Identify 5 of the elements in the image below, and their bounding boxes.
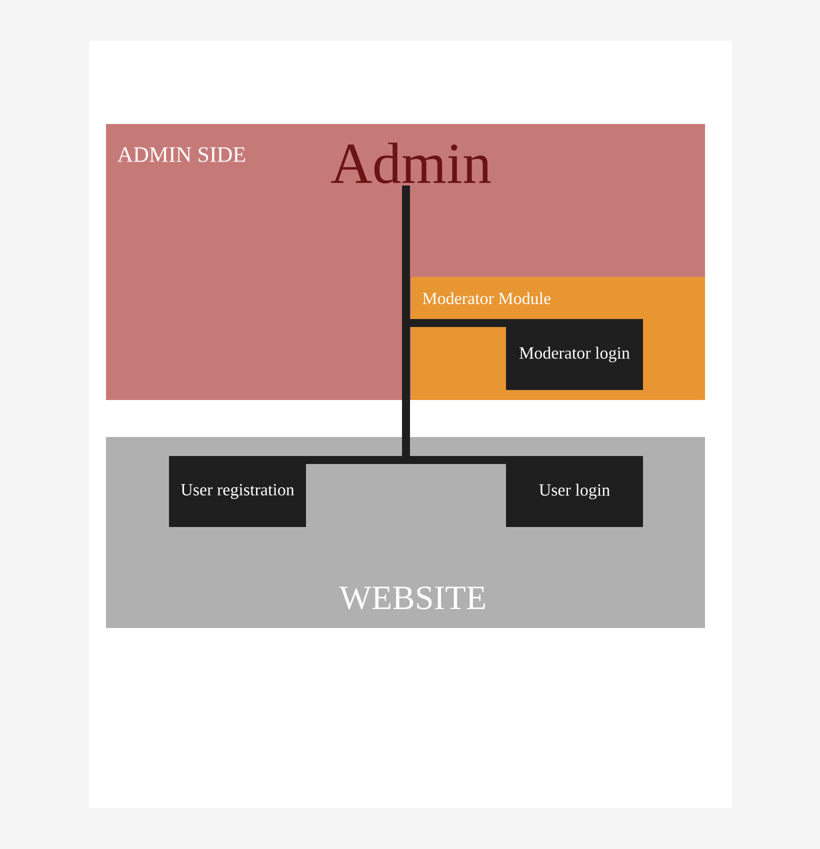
admin-heading: Admin — [331, 142, 491, 184]
connector-line — [402, 186, 506, 464]
user-registration-box: User registration — [169, 456, 306, 527]
user-login-box: User login — [506, 456, 643, 527]
moderator-login-box: Moderator login — [506, 319, 643, 390]
